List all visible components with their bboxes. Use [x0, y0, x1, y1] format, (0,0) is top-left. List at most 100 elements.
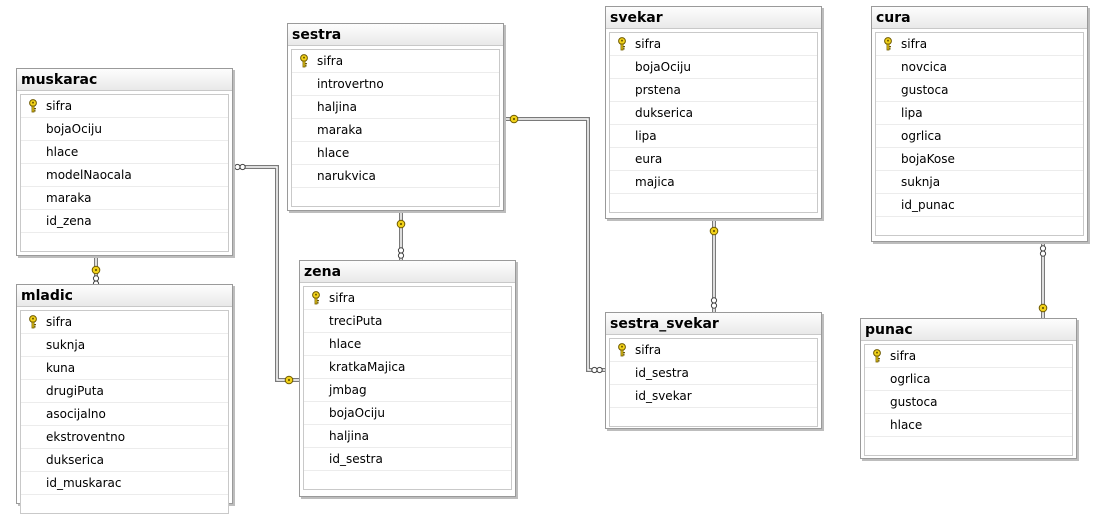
table-title[interactable]: svekar [606, 7, 821, 29]
column-row[interactable]: sifra [610, 33, 817, 56]
column-row[interactable]: sifra [610, 339, 817, 362]
column-row[interactable]: asocijalno [21, 403, 228, 426]
column-name: sifra [329, 291, 356, 305]
relationship-cura-punac[interactable] [1038, 242, 1048, 318]
column-row[interactable]: novcica [876, 56, 1083, 79]
column-row[interactable]: dukserica [610, 102, 817, 125]
column-name: narukvica [317, 169, 376, 183]
column-row[interactable]: gustoca [865, 391, 1072, 414]
primary-key-icon [29, 99, 37, 113]
column-row[interactable]: hlace [865, 414, 1072, 437]
column-name: dukserica [46, 453, 105, 467]
column-row[interactable]: suknja [876, 171, 1083, 194]
column-row[interactable]: id_sestra [304, 448, 511, 471]
relationship-sestra-sestra-svekar[interactable] [504, 114, 605, 374]
column-row[interactable]: sifra [21, 95, 228, 118]
column-row[interactable]: sifra [876, 33, 1083, 56]
column-row[interactable]: haljina [292, 96, 499, 119]
column-name: hlace [329, 337, 362, 351]
empty-row [610, 408, 817, 426]
many-end-infinity-icon [710, 297, 718, 309]
column-row[interactable]: ekstroventno [21, 426, 228, 449]
column-name: kuna [46, 361, 76, 375]
table-title[interactable]: mladic [17, 285, 232, 307]
relationship-svekar-sestra-svekar[interactable] [709, 219, 719, 312]
column-row[interactable]: maraka [292, 119, 499, 142]
column-row[interactable]: hlace [292, 142, 499, 165]
column-row[interactable]: maraka [21, 187, 228, 210]
column-name: haljina [317, 100, 357, 114]
empty-row [876, 217, 1083, 235]
column-row[interactable]: majica [610, 171, 817, 194]
column-row[interactable]: haljina [304, 425, 511, 448]
relationship-muskarac-mladic[interactable] [91, 256, 101, 287]
column-row[interactable]: prstena [610, 79, 817, 102]
column-row[interactable]: modelNaocala [21, 164, 228, 187]
column-name: maraka [317, 123, 363, 137]
column-row[interactable]: lipa [876, 102, 1083, 125]
column-name: introvertno [317, 77, 384, 91]
column-row[interactable]: narukvica [292, 165, 499, 188]
column-row[interactable]: bojaOciju [21, 118, 228, 141]
column-row[interactable]: hlace [21, 141, 228, 164]
column-row[interactable]: introvertno [292, 73, 499, 96]
column-row[interactable]: suknja [21, 334, 228, 357]
column-name: id_sestra [329, 452, 383, 466]
column-row[interactable]: ogrlica [865, 368, 1072, 391]
primary-key-icon [300, 54, 308, 68]
column-row[interactable]: bojaOciju [304, 402, 511, 425]
column-row[interactable]: eura [610, 148, 817, 171]
table-title[interactable]: muskarac [17, 69, 232, 91]
empty-row [292, 188, 499, 206]
column-row[interactable]: bojaKose [876, 148, 1083, 171]
primary-key-icon [618, 343, 626, 357]
column-row[interactable]: lipa [610, 125, 817, 148]
column-row[interactable]: id_sestra [610, 362, 817, 385]
column-row[interactable]: jmbag [304, 379, 511, 402]
table-title[interactable]: zena [300, 261, 515, 283]
column-row[interactable]: id_muskarac [21, 472, 228, 495]
table-sestra[interactable]: sestra sifra introvertno haljina maraka hlace… [287, 23, 504, 211]
column-row[interactable]: bojaOciju [610, 56, 817, 79]
column-row[interactable]: id_zena [21, 210, 228, 233]
column-row[interactable]: sifra [304, 287, 511, 310]
table-zena[interactable]: zena sifra treciPuta hlace kratkaMajica jmbag… [299, 260, 516, 497]
table-title[interactable]: sestra_svekar [606, 313, 821, 335]
table-title[interactable]: cura [872, 7, 1087, 29]
column-name: ogrlica [890, 372, 931, 386]
column-row[interactable]: sifra [865, 345, 1072, 368]
column-row[interactable]: id_punac [876, 194, 1083, 217]
column-row[interactable]: ogrlica [876, 125, 1083, 148]
empty-row [21, 233, 228, 251]
empty-row [304, 471, 511, 489]
column-row[interactable]: drugiPuta [21, 380, 228, 403]
column-row[interactable]: treciPuta [304, 310, 511, 333]
one-end-key-icon [509, 114, 519, 124]
column-row[interactable]: hlace [304, 333, 511, 356]
primary-key-icon [29, 315, 37, 329]
column-row[interactable]: gustoca [876, 79, 1083, 102]
empty-row [610, 194, 817, 212]
column-name: jmbag [329, 383, 367, 397]
table-title[interactable]: punac [861, 319, 1076, 341]
relationship-sestra-zena[interactable] [396, 211, 406, 260]
column-row[interactable]: kratkaMajica [304, 356, 511, 379]
column-row[interactable]: sifra [21, 311, 228, 334]
primary-key-icon [884, 37, 892, 51]
primary-key-icon [312, 291, 320, 305]
column-row[interactable]: id_svekar [610, 385, 817, 408]
column-name: bojaOciju [635, 60, 691, 74]
column-row[interactable]: sifra [292, 50, 499, 73]
column-row[interactable]: dukserica [21, 449, 228, 472]
column-row[interactable]: kuna [21, 357, 228, 380]
table-title[interactable]: sestra [288, 24, 503, 46]
